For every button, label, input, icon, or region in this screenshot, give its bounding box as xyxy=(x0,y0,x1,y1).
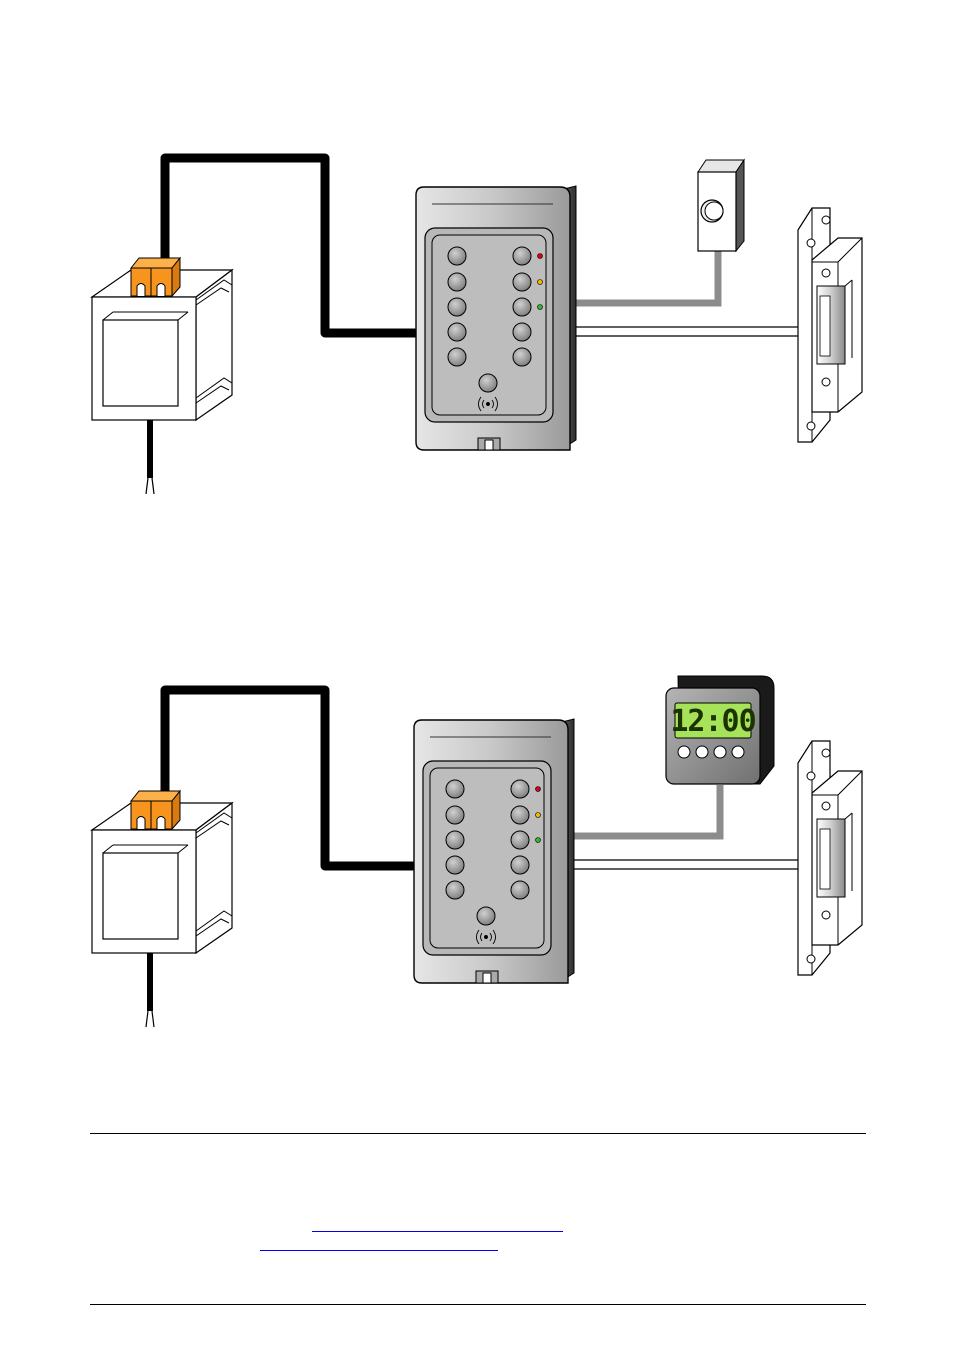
footer-divider-bottom xyxy=(90,1304,866,1305)
electric-door-strike xyxy=(798,208,862,442)
timer-button-4 xyxy=(732,746,744,758)
doorbell-push-button xyxy=(698,160,744,251)
terminal-block xyxy=(131,258,180,296)
keypad-card-reader xyxy=(414,719,574,983)
led-green xyxy=(536,838,541,843)
power-supply xyxy=(92,791,232,1027)
led-red xyxy=(538,254,543,259)
screw-icon xyxy=(807,772,815,780)
led-red xyxy=(536,787,541,792)
timer-button-1 xyxy=(678,746,690,758)
footer-link-1[interactable] xyxy=(312,1231,563,1232)
timer-display: 12:00 xyxy=(670,704,755,739)
led-green xyxy=(538,305,543,310)
timer-button-3 xyxy=(714,746,726,758)
mounting-clip xyxy=(478,438,500,450)
timer-button-2 xyxy=(696,746,708,758)
power-supply xyxy=(92,258,232,494)
signal-cable xyxy=(572,785,720,836)
led-yellow xyxy=(538,280,543,285)
electric-door-strike xyxy=(798,741,862,975)
led-yellow xyxy=(536,813,541,818)
keypad-card-reader xyxy=(416,186,576,450)
wiring-diagram-doorbell xyxy=(0,0,954,530)
footer-link-2[interactable] xyxy=(260,1250,498,1251)
screw-icon xyxy=(807,239,815,247)
signal-cable xyxy=(574,250,718,303)
wiring-diagram-timer: 12:00 xyxy=(0,530,954,1070)
digital-timer-clock: 12:00 xyxy=(666,676,774,784)
footer-divider-top xyxy=(90,1133,866,1134)
terminal-block xyxy=(131,791,180,829)
mounting-clip xyxy=(476,971,498,983)
